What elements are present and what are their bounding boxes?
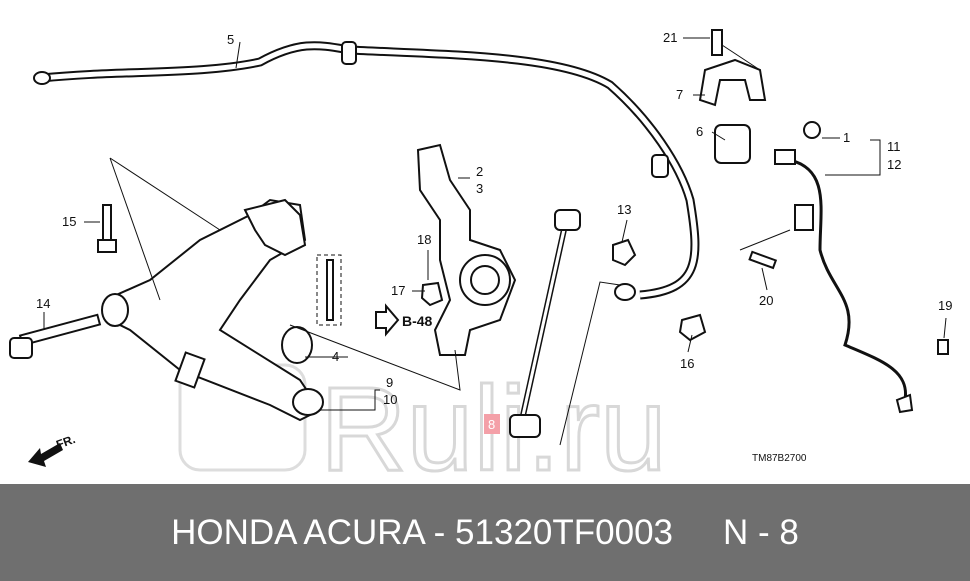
sensor-clip [803, 121, 821, 139]
callout-3: 3 [476, 181, 483, 196]
front-label: FR. [54, 432, 77, 452]
grouped-bolt [326, 259, 334, 321]
diagram-canvas: Ruli.ru 1 2 [9, 29, 952, 484]
sensor-bracket [794, 204, 814, 231]
callout-17: 17 [391, 283, 405, 298]
callout-9: 9 [386, 375, 393, 390]
dashed-group-box [316, 254, 342, 326]
ball-joint-boot [281, 326, 313, 364]
callout-4: 4 [332, 349, 339, 364]
link-bottom-joint [509, 414, 541, 438]
arm-front-bushing [101, 293, 129, 327]
callout-labels: 1 2 3 4 5 6 7 8 9 10 11 12 13 14 15 16 1… [36, 30, 952, 464]
bar-bushing-right [651, 154, 669, 178]
ball-joint [292, 388, 324, 416]
bolt-20 [748, 250, 778, 270]
callout-15: 15 [62, 214, 76, 229]
link-top-joint [554, 209, 581, 231]
nut-17 [420, 281, 444, 307]
callout-13: 13 [617, 202, 631, 217]
callout-1: 1 [843, 130, 850, 145]
ref-arrow-icon [375, 303, 400, 337]
callout-7: 7 [676, 87, 683, 102]
callout-19: 19 [938, 298, 952, 313]
sensor-bolt [937, 339, 949, 355]
callout-10: 10 [383, 392, 397, 407]
drawing-code: TM87B2700 [752, 453, 807, 464]
footer-bar: HONDA ACURA - 51320TF0003 N - 8 [0, 484, 970, 581]
callout-11: 11 [887, 139, 901, 154]
callout-12: 12 [887, 157, 901, 172]
highlight-box [484, 414, 500, 434]
position-label: N - 8 [723, 512, 799, 552]
bar-end-eye-right [614, 283, 636, 301]
bushing-bracket [698, 58, 767, 107]
reference-b48: B-48 [402, 313, 433, 329]
sensor-cable [789, 158, 908, 401]
callout-2: 2 [476, 164, 483, 179]
part-title: HONDA ACURA - 51320TF0003 [171, 512, 674, 552]
callout-20: 20 [759, 293, 773, 308]
bar-bushing-left [341, 41, 357, 65]
sensor-connector [774, 149, 796, 165]
arm-bushing [243, 198, 307, 257]
bracket-bolt [711, 29, 723, 56]
leader-lines [43, 37, 947, 446]
front-arrow-icon [28, 443, 63, 467]
nut-13 [612, 238, 637, 267]
callout-14: 14 [36, 296, 50, 311]
bushing [714, 124, 751, 164]
callout-16: 16 [680, 356, 694, 371]
callout-18: 18 [417, 232, 431, 247]
arm-damper [174, 351, 206, 389]
callout-8: 8 [488, 417, 495, 432]
stabilizer-bar [41, 41, 700, 300]
steering-knuckle [416, 143, 517, 356]
callout-21: 21 [663, 30, 677, 45]
nut-16 [678, 313, 707, 342]
sensor-head [895, 393, 914, 414]
callout-5: 5 [227, 32, 234, 47]
callout-6: 6 [696, 124, 703, 139]
bar-end-eye [33, 71, 51, 85]
lower-control-arm [103, 198, 322, 422]
